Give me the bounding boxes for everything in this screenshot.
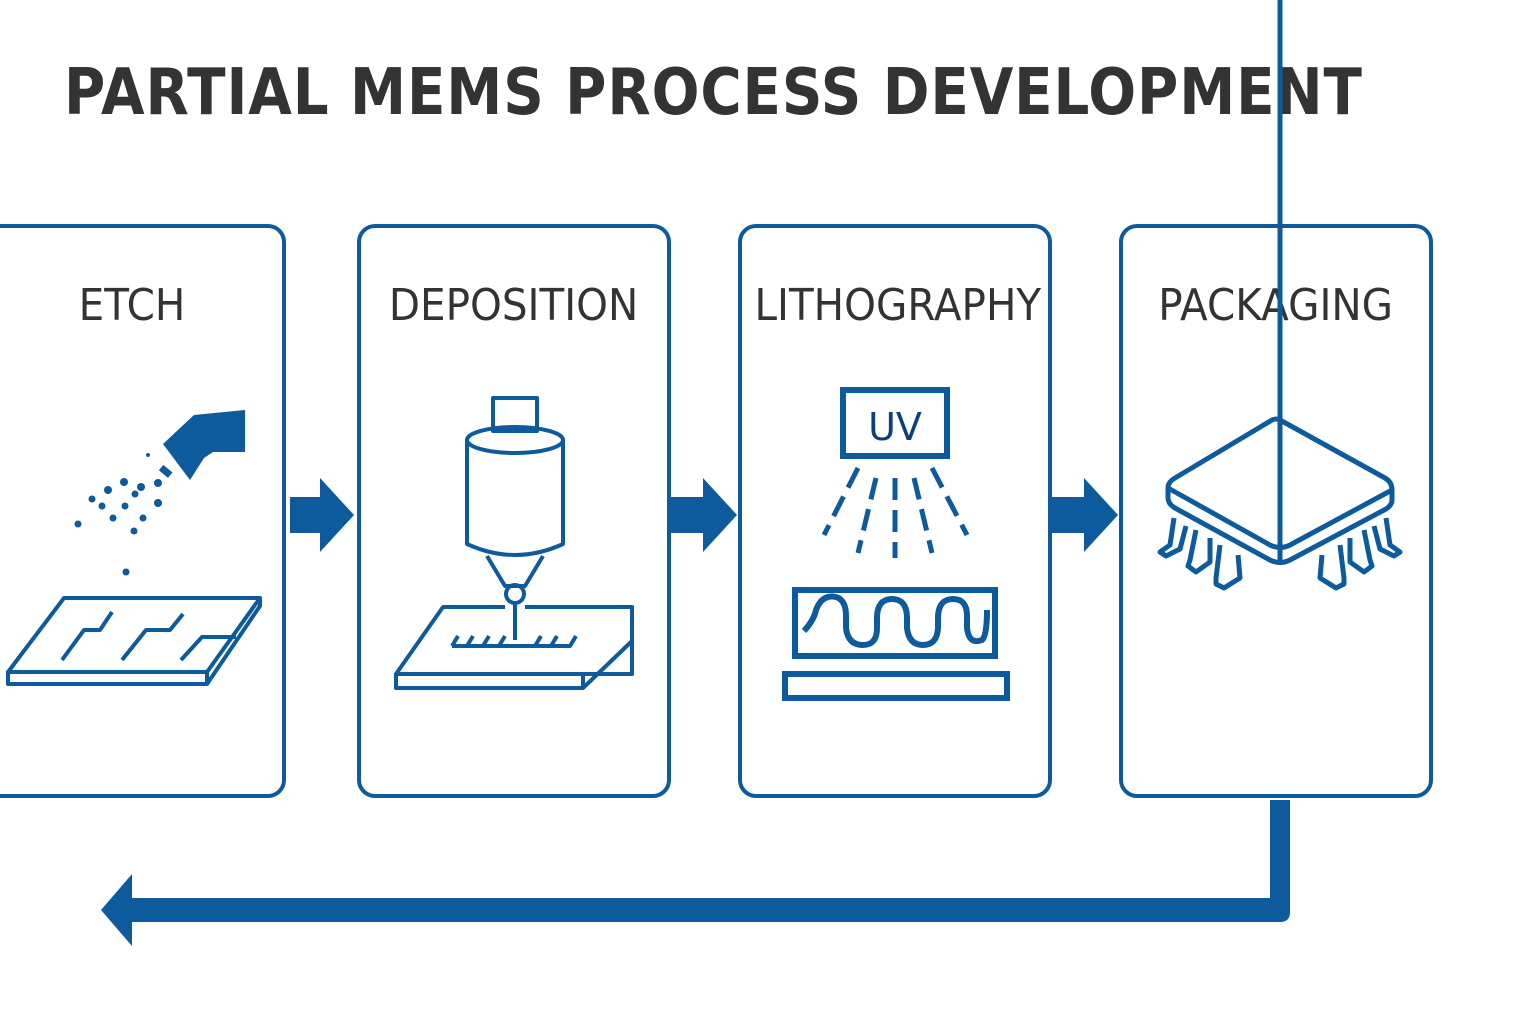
spray-nozzle-etch-icon [74, 410, 245, 576]
arrow-deposition-to-lithography [671, 478, 737, 552]
deposition-nozzle-icon [394, 396, 634, 690]
stage-etch: ETCH [0, 224, 286, 798]
diagram-title: PARTIAL MEMS PROCESS DEVELOPMENT [64, 56, 1363, 130]
stage-deposition: DEPOSITION [357, 224, 671, 798]
arrow-etch-to-deposition [290, 478, 354, 552]
etched-wafer-icon [6, 596, 262, 686]
stage-label: PACKAGING [1158, 280, 1394, 331]
return-arrow [101, 800, 1290, 946]
arrow-lithography-to-packaging [1052, 478, 1118, 552]
stage-label: DEPOSITION [389, 280, 639, 331]
uv-label: UV [868, 405, 922, 449]
uv-exposure-icon [782, 387, 1010, 701]
chip-package-icon [1157, 0, 1403, 591]
stage-label: ETCH [78, 280, 186, 331]
stage-label: LITHOGRAPHY [754, 280, 1042, 331]
